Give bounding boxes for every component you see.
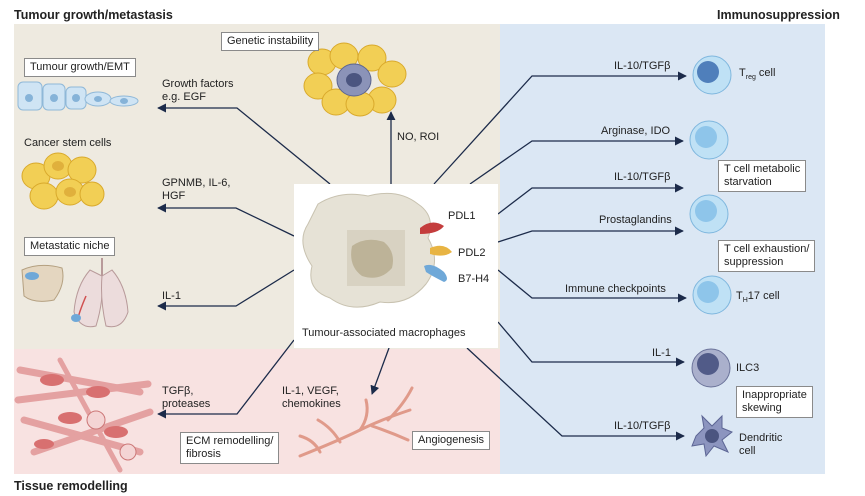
th17-sub: H (742, 297, 748, 305)
hgf-label: HGF (162, 190, 186, 202)
b7h4-label: B7-H4 (458, 273, 490, 285)
gpnmb-label: GPNMB, IL-6, (162, 177, 231, 189)
metabolic-starvation-box: T cell metabolic starvation (718, 160, 807, 192)
immune-cells-illustration (689, 55, 733, 458)
skewing-box: Inappropriate skewing (736, 386, 813, 418)
fibroblasts-illustration (14, 357, 154, 473)
tgf-label: TGFβ, (162, 385, 194, 397)
th17-main: T (736, 290, 743, 302)
metabolic-line-1: T cell metabolic (724, 163, 801, 175)
egf-label: e.g. EGF (162, 91, 207, 103)
macrophage-label: Tumour-associated macrophages (302, 327, 466, 339)
arrow-label-2: Arginase, IDO (601, 125, 671, 137)
emt-cells-illustration (17, 81, 139, 111)
metabolic-line-2: starvation (724, 176, 772, 188)
proteases-label: proteases (162, 398, 211, 410)
pdl1-label: PDL1 (448, 210, 476, 222)
section-title-immunosuppression: Immunosuppression (717, 8, 840, 22)
dendritic-line-1: Dendritic (739, 432, 783, 444)
cancer-stem-cells-illustration (21, 152, 105, 210)
no-roi-label: NO, ROI (397, 131, 440, 143)
chemokines-label: chemokines (282, 398, 341, 410)
pdl2-label: PDL2 (458, 247, 486, 259)
il1-label: IL-1 (162, 290, 181, 302)
treg-sub: reg (745, 74, 756, 82)
arrow-label-3: IL-10/TGFβ (614, 171, 671, 183)
ecm-line-1: ECM remodelling/ (186, 435, 274, 447)
genetic-instability-box: Genetic instability (221, 32, 320, 51)
metastatic-niche-box: Metastatic niche (24, 237, 116, 256)
dendritic-line-2: cell (739, 445, 756, 457)
exhaustion-box: T cell exhaustion/ suppression (718, 240, 816, 272)
arrow-label-5: Immune checkpoints (565, 283, 666, 295)
exhaustion-line-2: suppression (724, 256, 784, 268)
blood-vessels-illustration (298, 386, 414, 458)
arrow-label-6: IL-1 (652, 347, 671, 359)
il1-vegf-label: IL-1, VEGF, (282, 385, 339, 397)
treg-cell-label: Treg cell (739, 67, 775, 81)
skewing-line-2: skewing (742, 402, 782, 414)
skewing-line-1: Inappropriate (742, 389, 807, 401)
growth-factors-label: Growth factors (162, 78, 234, 90)
th17-tail: 17 cell (747, 290, 780, 302)
arrow-label-7: IL-10/TGFβ (614, 420, 671, 432)
arrow-label-1: IL-10/TGFβ (614, 60, 671, 72)
ecm-line-2: fibrosis (186, 448, 221, 460)
emt-box: Tumour growth/EMT (24, 58, 136, 77)
treg-tail: cell (755, 67, 776, 79)
ilc3-label: ILC3 (736, 362, 760, 374)
section-title-tumour-growth: Tumour growth/metastasis (14, 8, 173, 22)
metastatic-niche-illustration (21, 258, 129, 328)
cancer-stem-cells-label: Cancer stem cells (24, 137, 112, 149)
treg-main: T (739, 67, 746, 79)
angiogenesis-box: Angiogenesis (412, 431, 491, 450)
tumour-cell-cluster-illustration (303, 42, 407, 117)
arrows (157, 71, 687, 441)
ecm-remodelling-box: ECM remodelling/ fibrosis (180, 432, 280, 464)
exhaustion-line-1: T cell exhaustion/ (724, 243, 810, 255)
dendritic-cell-label: Dendritic cell (739, 432, 782, 458)
section-title-tissue-remodelling: Tissue remodelling (14, 479, 128, 493)
arrow-label-4: Prostaglandins (599, 214, 672, 226)
th17-cell-label: TH17 cell (736, 290, 780, 304)
